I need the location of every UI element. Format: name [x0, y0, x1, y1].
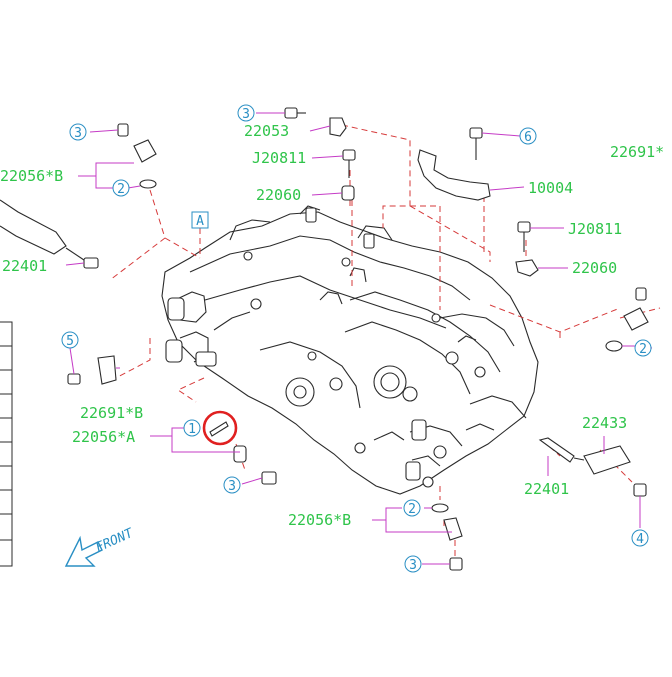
part-22401-right-plug	[538, 437, 575, 463]
svg-text:4: 4	[636, 532, 644, 547]
leader-lines	[65, 112, 653, 565]
part-label-22056b-bottom: 22056*B	[288, 511, 351, 529]
part-label-22053: 22053	[244, 122, 289, 140]
callout-4: 4	[631, 529, 649, 547]
callout-2-right: 2	[634, 339, 652, 357]
svg-text:1: 1	[188, 422, 196, 437]
svg-text:3: 3	[228, 479, 236, 494]
part-label-22056a: 22056*A	[72, 428, 135, 446]
part-label-22060-top: 22060	[256, 186, 301, 204]
part-label-22691b: 22691*B	[80, 404, 143, 422]
part-bolt-top	[284, 107, 306, 119]
part-label-22056b-left: 22056*B	[0, 167, 63, 185]
engine-block-drawing	[161, 205, 539, 495]
part-label-22691-right: 22691*	[610, 143, 664, 161]
partial-table-left-edge	[0, 321, 13, 567]
part-10004-bracket	[417, 149, 491, 201]
part-22056b-bottom-sensor	[431, 503, 463, 571]
front-direction-indicator: FRONT	[64, 526, 137, 567]
svg-text:2: 2	[639, 342, 647, 357]
part-22060-bushing-right	[515, 259, 539, 277]
part-j20811-bolt-top	[342, 149, 356, 178]
part-label-22060-right: 22060	[572, 259, 617, 277]
part-22053-clip	[329, 117, 347, 137]
part-22433-coil	[573, 445, 647, 497]
part-22056b-left-sensor	[117, 123, 157, 189]
svg-text:3: 3	[242, 107, 250, 122]
part-22056a-sensor	[233, 445, 277, 485]
callout-1: 1	[183, 419, 201, 437]
section-marker-a-label: A	[196, 214, 204, 229]
callout-6: 6	[519, 127, 537, 145]
callout-3-top: 3	[237, 104, 255, 122]
part-label-22401-right: 22401	[524, 480, 569, 498]
section-marker-a: A	[191, 211, 209, 229]
callout-3-mid: 3	[223, 476, 241, 494]
svg-text:3: 3	[409, 558, 417, 573]
svg-text:2: 2	[117, 182, 125, 197]
svg-text:5: 5	[66, 334, 74, 349]
part-bolt-6	[469, 127, 483, 160]
front-arrow-icon	[64, 535, 103, 567]
callout-5: 5	[61, 331, 79, 349]
part-number-labels: 22056*B 22401 22053 J20811 22060 22691* …	[0, 122, 664, 529]
part-22691-right-sensor	[605, 287, 649, 352]
part-22060-bushing-top	[341, 185, 355, 201]
callout-markers: 3 3 2 6 5 2 1 3	[61, 104, 652, 573]
part-label-22401-left: 22401	[2, 257, 47, 275]
part-label-j20811-right: J20811	[568, 220, 622, 238]
callout-2-bottom: 2	[403, 499, 421, 517]
part-22691b-sensor	[67, 355, 117, 385]
part-label-j20811-top: J20811	[252, 149, 306, 167]
part-j20811-bolt-right	[517, 221, 531, 252]
highlight-marker	[202, 410, 238, 446]
part-label-10004: 10004	[528, 179, 573, 197]
callout-3-left: 3	[69, 123, 87, 141]
part-label-22433: 22433	[582, 414, 627, 432]
callout-2-left: 2	[112, 179, 130, 197]
svg-text:2: 2	[408, 502, 416, 517]
front-label: FRONT	[94, 526, 137, 556]
callout-3-bottom: 3	[404, 555, 422, 573]
svg-text:6: 6	[524, 130, 532, 145]
svg-text:3: 3	[74, 126, 82, 141]
